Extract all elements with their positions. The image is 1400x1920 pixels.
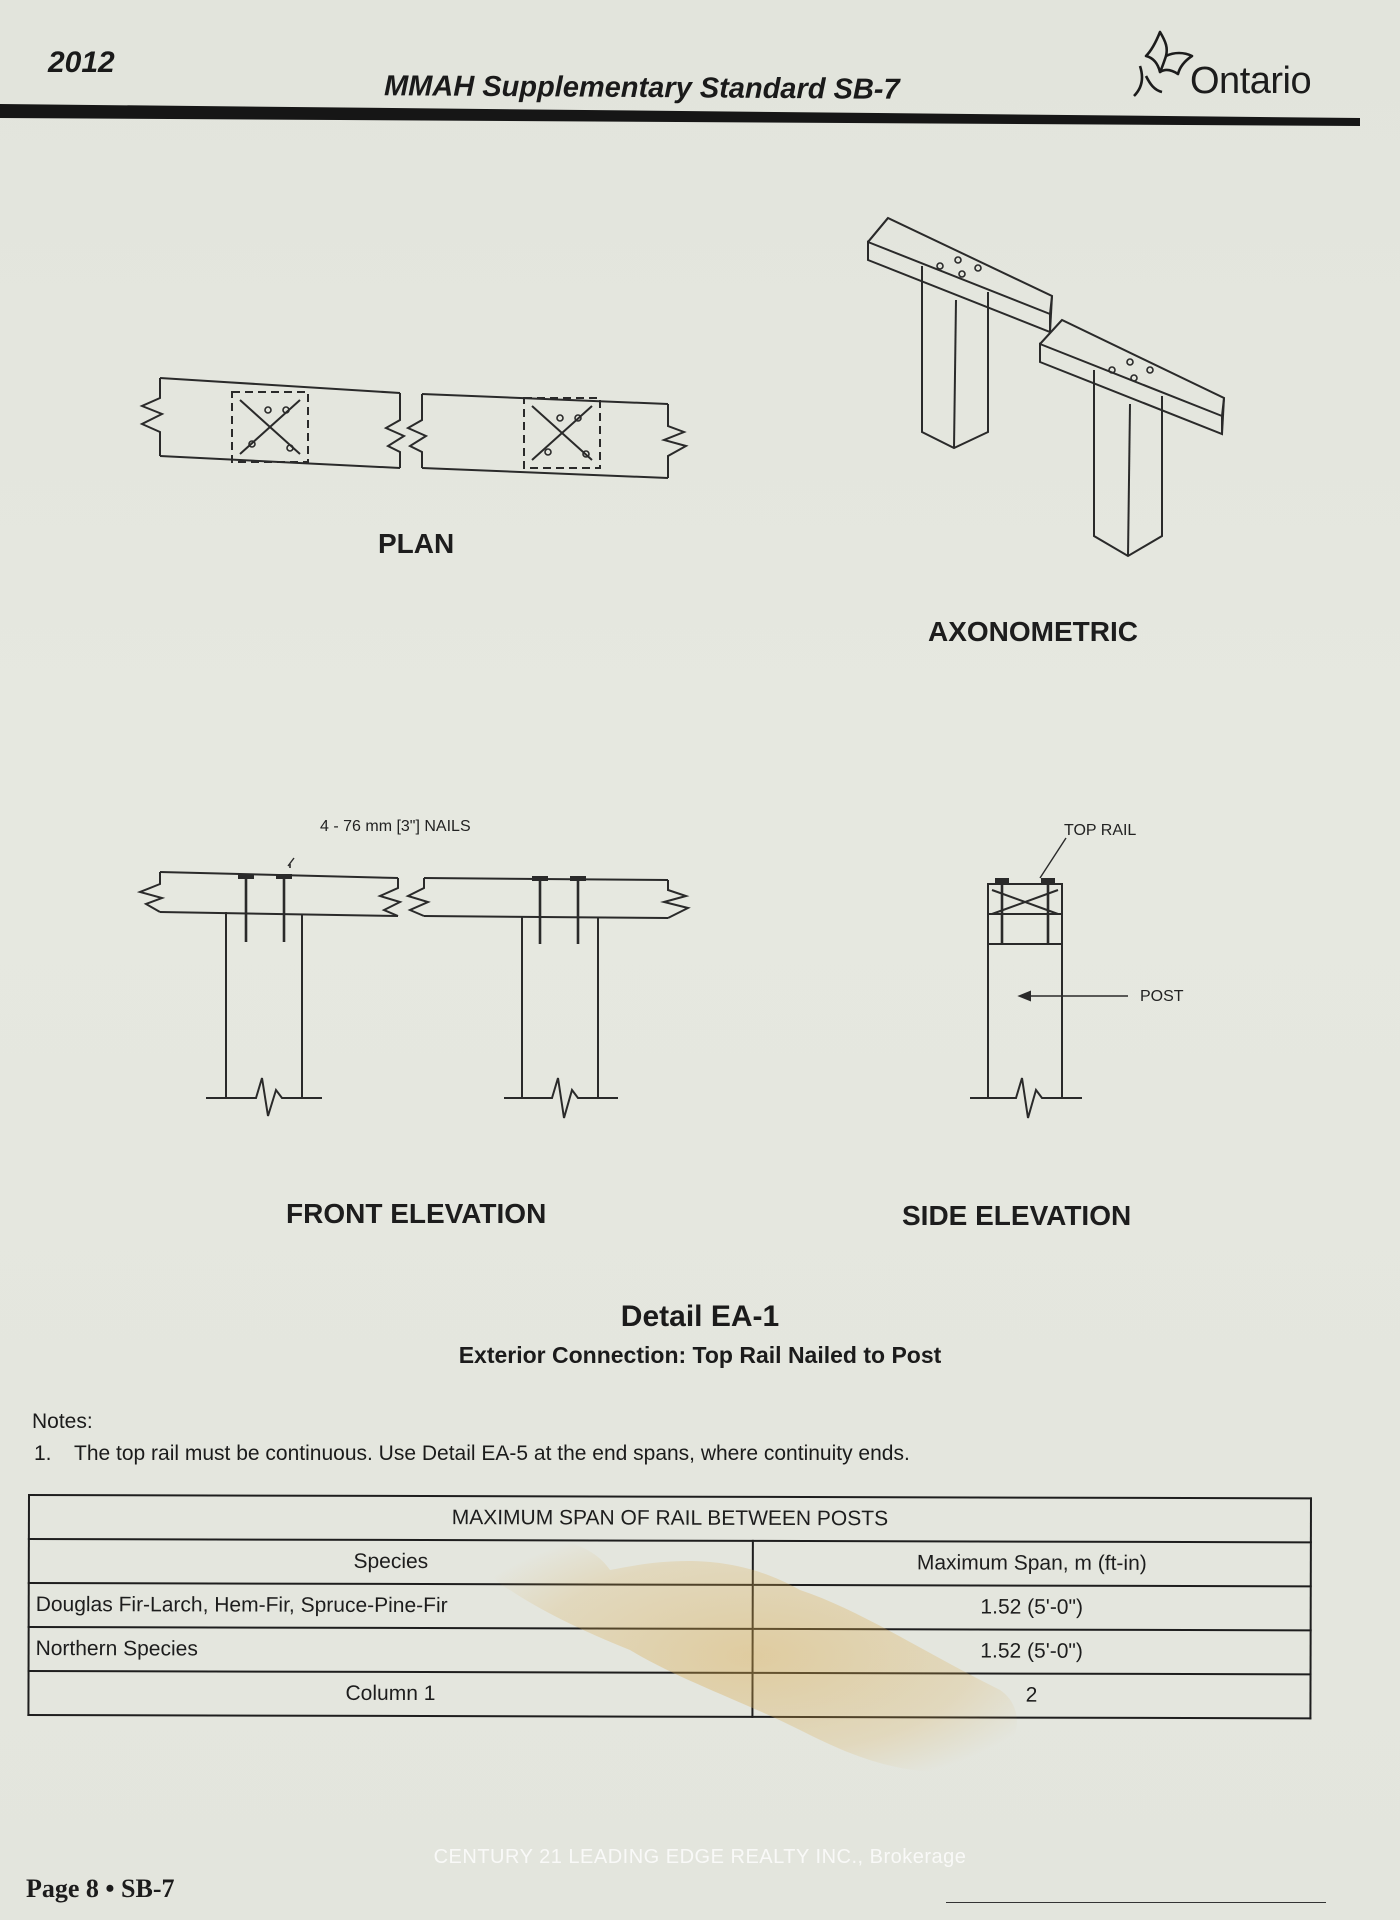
- table-cell-span: 1.52 (5'-0"): [752, 1584, 1311, 1631]
- table-cell-species: Column 1: [28, 1671, 753, 1717]
- front-elevation-view: [136, 857, 691, 1119]
- axonometric-view: [867, 216, 1226, 558]
- table-caption: MAXIMUM SPAN OF RAIL BETWEEN POSTS: [28, 1495, 1311, 1543]
- footer-divider: [946, 1902, 1326, 1903]
- side-elevation-view: [970, 837, 1128, 1119]
- brokerage-watermark: CENTURY 21 LEADING EDGE REALTY INC., Bro…: [433, 1846, 967, 1868]
- trillium-icon: [1133, 30, 1194, 97]
- table-cell-species: Northern Species: [28, 1627, 753, 1673]
- side-elevation-label: SIDE ELEVATION: [902, 1200, 1132, 1231]
- header-year: 2012: [48, 46, 115, 79]
- plan-label: PLAN: [378, 528, 455, 559]
- table-cell-span: 1.52 (5'-0"): [752, 1628, 1311, 1675]
- table-row: Column 1 2: [28, 1671, 1311, 1719]
- detail-title: Detail EA-1: [620, 1300, 780, 1333]
- top-rail-callout: TOP RAIL: [1064, 822, 1137, 839]
- table-cell-species: Douglas Fir-Larch, Hem-Fir, Spruce-Pine-…: [28, 1583, 753, 1629]
- nails-callout: 4 - 76 mm [3"] NAILS: [320, 818, 471, 835]
- post-callout: POST: [1140, 988, 1184, 1005]
- axonometric-label: AXONOMETRIC: [928, 616, 1138, 647]
- detail-subtitle: Exterior Connection: Top Rail Nailed to …: [458, 1342, 942, 1368]
- table-header-species: Species: [28, 1539, 753, 1585]
- note-text: The top rail must be continuous. Use Det…: [74, 1442, 910, 1465]
- table-caption-row: MAXIMUM SPAN OF RAIL BETWEEN POSTS: [28, 1495, 1311, 1543]
- ontario-logo-text: Ontario: [1190, 60, 1312, 102]
- front-elevation-label: FRONT ELEVATION: [286, 1198, 547, 1229]
- table-cell-span: 2: [752, 1672, 1311, 1719]
- table-header-max-span: Maximum Span, m (ft-in): [752, 1540, 1311, 1587]
- page-number: Page 8 • SB-7: [26, 1874, 175, 1903]
- max-span-table: MAXIMUM SPAN OF RAIL BETWEEN POSTS Speci…: [27, 1494, 1312, 1719]
- table-row: Northern Species 1.52 (5'-0"): [28, 1627, 1311, 1675]
- table-row: Douglas Fir-Larch, Hem-Fir, Spruce-Pine-…: [28, 1583, 1311, 1631]
- plan-view: [139, 377, 689, 479]
- table-header-row: Species Maximum Span, m (ft-in): [28, 1539, 1311, 1587]
- header-rule: [0, 104, 1360, 126]
- note-number: 1.: [34, 1442, 52, 1465]
- note-item: 1. The top rail must be continuous. Use D…: [34, 1442, 910, 1466]
- notes-heading: Notes:: [32, 1410, 93, 1433]
